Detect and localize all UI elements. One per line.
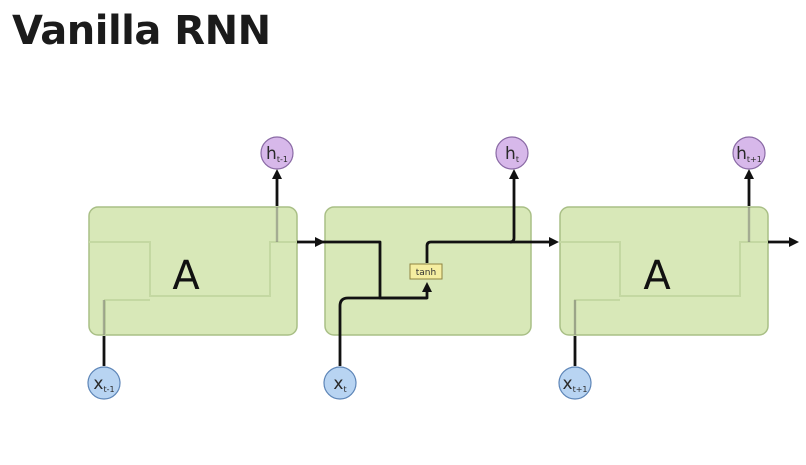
page-title: Vanilla RNN — [12, 8, 271, 54]
tanh-activation-box — [409, 263, 443, 280]
input-node-next: xt+1 — [558, 366, 592, 400]
svg-text:ht+1: ht+1 — [736, 144, 762, 164]
hidden-node-current: ht — [495, 136, 529, 170]
rnn-cell-next: A — [559, 206, 769, 336]
cell-box-next — [559, 206, 769, 336]
hidden-node-prev: ht-1 — [260, 136, 294, 170]
svg-text:ht-1: ht-1 — [266, 144, 288, 164]
svg-text:xt: xt — [333, 374, 346, 394]
rnn-cell-prev: A — [88, 206, 298, 336]
input-node-current: xt — [323, 366, 357, 400]
cell-label-prev: A — [172, 253, 200, 299]
input-node-prev: xt-1 — [87, 366, 121, 400]
hidden-node-next: ht+1 — [732, 136, 766, 170]
cell-box-prev — [88, 206, 298, 336]
cell-label-next: A — [643, 253, 671, 299]
tanh-label: tanh — [416, 268, 436, 278]
svg-text:xt+1: xt+1 — [563, 374, 588, 394]
svg-text:xt-1: xt-1 — [93, 374, 114, 394]
rnn-cell-current: tanh — [322, 169, 559, 366]
svg-text:ht: ht — [505, 144, 519, 164]
input-path — [338, 282, 432, 366]
hidden-state-out-path — [425, 169, 519, 263]
